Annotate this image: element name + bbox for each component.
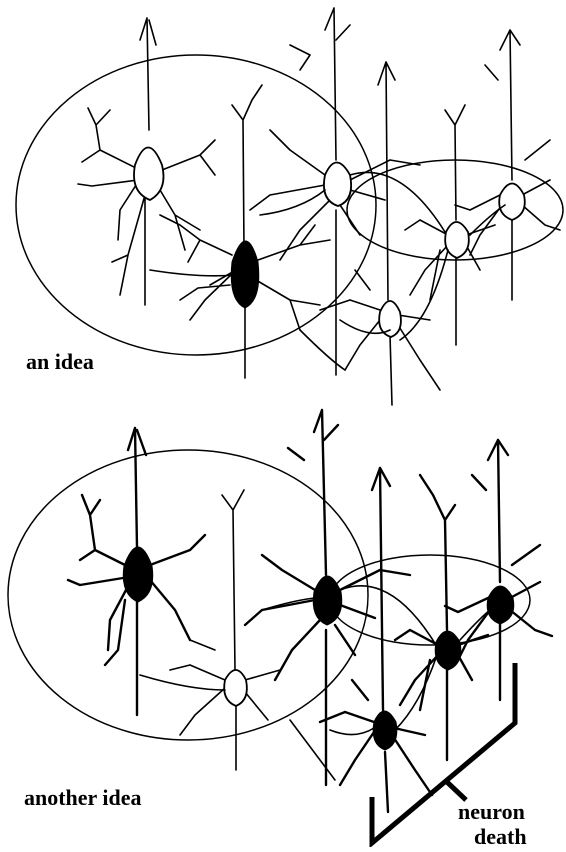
neuron-bottom-2 bbox=[170, 490, 280, 770]
connections-bottom bbox=[140, 586, 490, 780]
neuron-bottom-dying bbox=[320, 468, 432, 812]
caption-neuron: neuron bbox=[458, 801, 525, 823]
caption-death: death bbox=[474, 826, 527, 848]
neuron-bottom-5 bbox=[395, 475, 488, 760]
caption-an-idea: an idea bbox=[26, 351, 94, 373]
bottom-panel bbox=[8, 410, 552, 843]
caption-another-idea: another idea bbox=[24, 787, 142, 809]
top-panel bbox=[16, 8, 563, 405]
neuron-bottom-1 bbox=[68, 428, 205, 715]
